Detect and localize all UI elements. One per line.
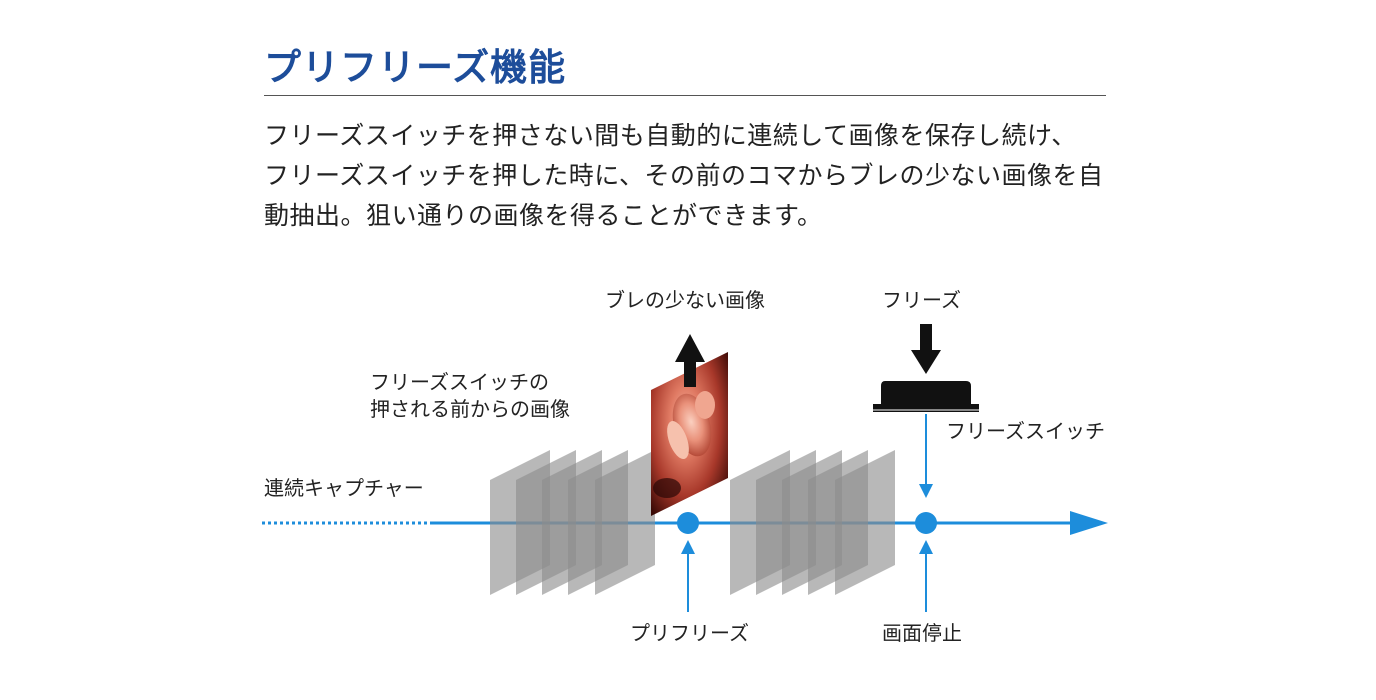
description: フリーズスイッチを押さない間も自動的に連続して画像を保存し続け、 フリーズスイッ…: [264, 116, 1124, 236]
arrowhead-icon: [681, 540, 695, 554]
screen-stop-label: 画面停止: [882, 621, 962, 645]
continuous-capture-label: 連続キャプチャー: [264, 476, 424, 500]
freeze-switch-label: フリーズスイッチ: [946, 419, 1105, 443]
arrow-down-icon: [911, 324, 941, 374]
capture-frame: [595, 450, 655, 595]
arrow-up-icon: [675, 334, 705, 387]
page-title: プリフリーズ機能: [264, 46, 567, 89]
prefreeze-label: プリフリーズ: [630, 621, 749, 645]
less-blur-image: [651, 352, 728, 516]
prefreeze-marker: [677, 512, 699, 534]
frame-stack-after-prefreeze: [730, 450, 895, 595]
description-line: フリーズスイッチを押さない間も自動的に連続して画像を保存し続け、: [264, 121, 1077, 150]
freeze-marker: [915, 512, 937, 534]
description-line: 動抽出。狙い通りの画像を得ることができます。: [264, 201, 823, 230]
before-press-label-line2: 押される前からの画像: [370, 397, 570, 421]
timeline-arrowhead: [1070, 511, 1108, 535]
capture-frame: [835, 450, 895, 595]
description-line: フリーズスイッチを押した時に、その前のコマからブレの少ない画像を自: [264, 161, 1104, 190]
arrowhead-icon: [919, 484, 933, 498]
title-underline: [264, 95, 1106, 96]
before-press-label-line1: フリーズスイッチの: [370, 370, 549, 394]
less-blur-image-label: ブレの少ない画像: [605, 288, 765, 312]
freeze-switch-icon: [873, 381, 979, 412]
frame-stack-before-press: [490, 450, 655, 595]
arrowhead-icon: [919, 540, 933, 554]
freeze-label: フリーズ: [882, 288, 961, 312]
